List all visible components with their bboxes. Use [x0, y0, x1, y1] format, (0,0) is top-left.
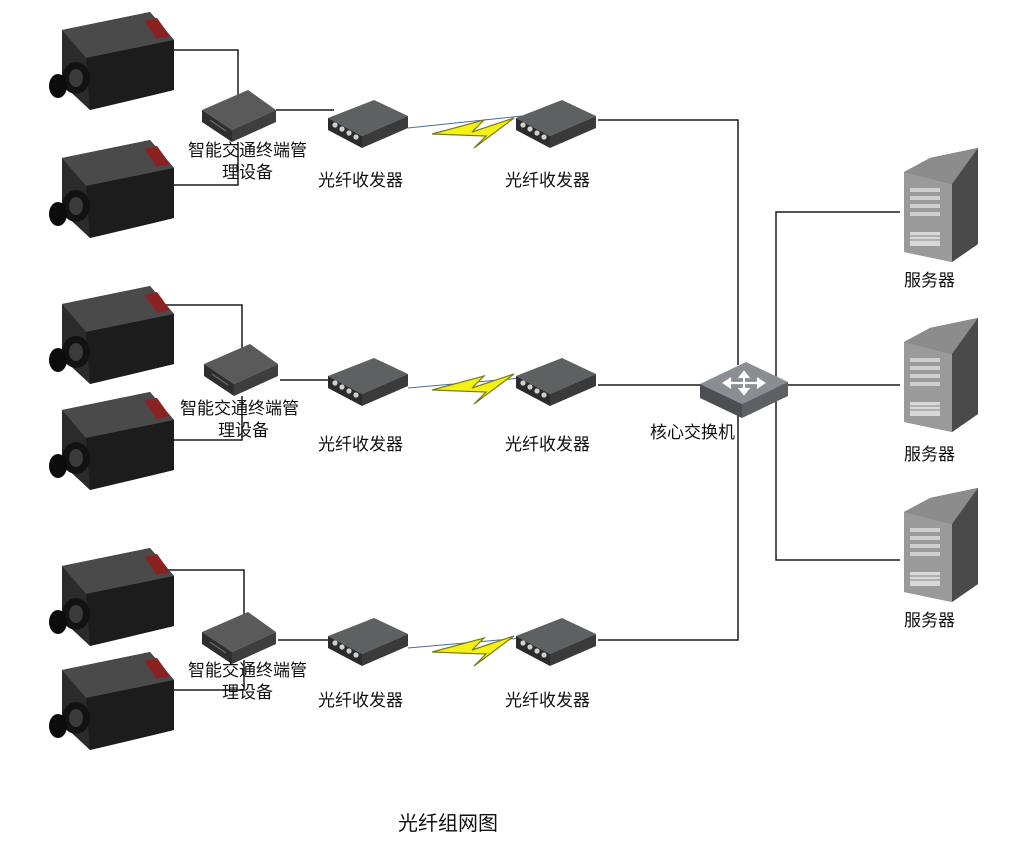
- core-switch-icon: [700, 362, 788, 418]
- server-label: 服务器: [904, 611, 955, 631]
- server-label: 服务器: [904, 445, 955, 465]
- server-tower-icon: [903, 317, 979, 433]
- transceiver-label: 光纤收发器: [505, 691, 590, 711]
- camera-icon: [49, 12, 174, 110]
- fiber-transceiver-icon: [516, 358, 596, 406]
- terminal-label: 智能交通终端管 理设备: [188, 661, 307, 703]
- camera-icon: [49, 548, 174, 646]
- diagram-caption: 光纤组网图: [398, 811, 498, 835]
- lightning-link-icon: [431, 635, 515, 667]
- transceiver-label: 光纤收发器: [505, 435, 590, 455]
- terminal-box-icon: [201, 611, 277, 665]
- camera-icon: [49, 140, 174, 238]
- terminal-label: 智能交通终端管 理设备: [188, 141, 307, 183]
- fiber-transceiver-icon: [516, 100, 596, 148]
- terminal-box-icon: [201, 89, 277, 143]
- transceiver-label: 光纤收发器: [318, 435, 403, 455]
- camera-icon: [49, 652, 174, 750]
- transceiver-label: 光纤收发器: [318, 171, 403, 191]
- fiber-transceiver-icon: [328, 358, 408, 406]
- server-tower-icon: [903, 147, 979, 263]
- camera-icon: [49, 392, 174, 490]
- server-label: 服务器: [904, 271, 955, 291]
- fiber-transceiver-icon: [328, 618, 408, 666]
- lightning-link-icon: [431, 117, 515, 149]
- lightning-link-icon: [431, 373, 515, 405]
- terminal-label: 智能交通终端管 理设备: [180, 399, 299, 441]
- transceiver-label: 光纤收发器: [505, 171, 590, 191]
- terminal-box-icon: [203, 343, 279, 397]
- core-switch-label: 核心交换机: [650, 423, 735, 443]
- transceiver-label: 光纤收发器: [318, 691, 403, 711]
- server-tower-icon: [903, 487, 979, 603]
- fiber-transceiver-icon: [516, 618, 596, 666]
- fiber-transceiver-icon: [328, 100, 408, 148]
- camera-icon: [49, 286, 174, 384]
